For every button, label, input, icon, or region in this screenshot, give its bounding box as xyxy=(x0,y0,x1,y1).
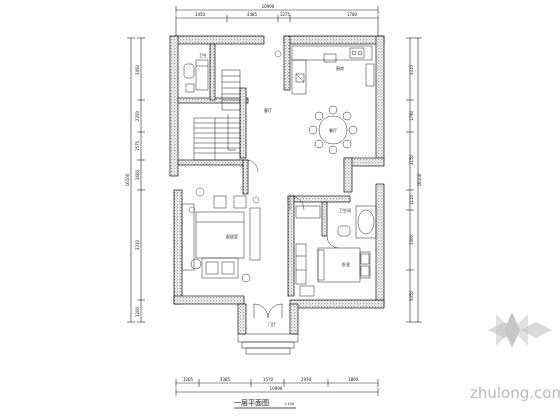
family-room-label: 起居室 xyxy=(226,233,238,239)
bottom-dimension-lines xyxy=(175,379,379,396)
bedroom-furniture xyxy=(295,243,371,297)
kitchen-fixtures xyxy=(291,45,375,95)
zhulong-watermark-logo xyxy=(488,312,552,348)
bottom-dimension-1: 1265 xyxy=(183,377,194,382)
bottom-dimension-2: 3385 xyxy=(220,377,231,382)
top-overall-dimension: 10990 xyxy=(262,4,275,9)
left-dimension-6: 1200 xyxy=(135,306,140,317)
right-dimension-1: 3310 xyxy=(409,64,414,75)
dining-label: 餐厅 xyxy=(329,127,337,133)
entry-label: 门厅 xyxy=(268,321,276,327)
right-dimension-5: 3300 xyxy=(409,234,414,245)
bath-top-label: 卫生 xyxy=(199,52,207,58)
right-dimension-6: 5050 xyxy=(409,290,414,301)
left-overall-dimension: 16100 xyxy=(125,173,130,186)
bottom-overall-dimension: 10990 xyxy=(270,386,283,391)
left-dimension-4: 1600 xyxy=(135,169,140,180)
drawing-title: 一层平面图 xyxy=(234,399,269,407)
top-dimension-lines xyxy=(175,6,379,36)
doors xyxy=(245,159,340,319)
staircase xyxy=(193,69,241,161)
left-dimension-1: 3450 xyxy=(135,64,140,75)
top-dimension-4: 1780 xyxy=(347,12,358,17)
bottom-dimension-3: 1570 xyxy=(263,377,274,382)
walls xyxy=(169,35,385,335)
top-dimension-1: 3450 xyxy=(195,12,206,17)
drawing-scale: 1:100 xyxy=(284,402,294,406)
entry-steps xyxy=(237,333,299,355)
drawing-title-block: 一层平面图 1:100 xyxy=(234,399,296,409)
top-left-bathroom-fixtures xyxy=(183,59,209,93)
bedroom-label: 卧室 xyxy=(342,261,350,267)
watermark-text: zhulong.com xyxy=(470,384,560,402)
right-dimension-4: 1110 xyxy=(409,194,414,205)
right-overall-dimension: 16100 xyxy=(417,173,422,186)
family-room-furniture xyxy=(181,195,261,283)
bathroom-label: 卫生间 xyxy=(339,207,351,213)
top-dimension-3: 1275 xyxy=(280,12,291,17)
left-dimension-3: 1575 xyxy=(135,140,140,151)
left-dimension-lines xyxy=(127,37,145,323)
left-dimension-5: 3310 xyxy=(135,239,140,250)
bathroom-fixtures xyxy=(295,205,377,239)
bottom-dimension-5: 1800 xyxy=(348,377,359,382)
dining-table-set xyxy=(308,105,358,155)
kitchen-label: 厨房 xyxy=(336,65,344,71)
right-dimension-3: 3150 xyxy=(409,154,414,165)
decor-plants xyxy=(188,50,282,214)
right-dimension-lines xyxy=(406,37,422,323)
left-dimension-2: 2250 xyxy=(135,110,140,121)
right-dimension-2: 1790 xyxy=(409,110,414,121)
bottom-dimension-4: 2970 xyxy=(301,377,312,382)
living-label: 客厅 xyxy=(264,107,272,113)
top-dimension-2: 4485 xyxy=(247,12,258,17)
